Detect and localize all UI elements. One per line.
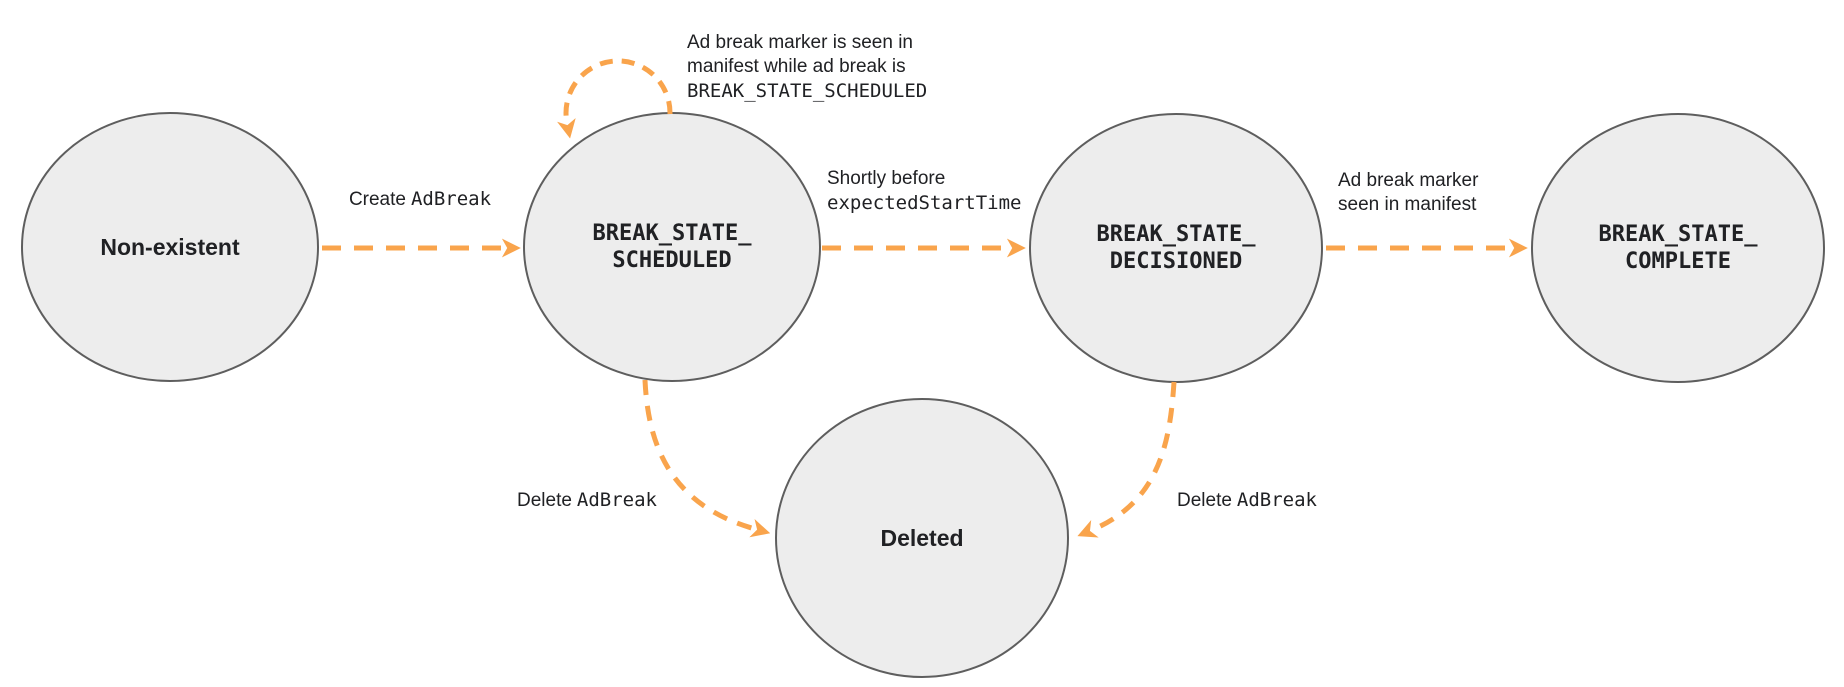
self-loop-line3-code: BREAK_STATE_SCHEDULED [687, 80, 928, 102]
state-circle-scheduled [523, 112, 821, 382]
marker-seen-line2: seen in manifest [1338, 194, 1477, 215]
transition-label-shortly-before: Shortly before expectedStartTime [827, 167, 1021, 215]
delete-decisioned-code: AdBreak [1236, 489, 1317, 511]
arrow-scheduled-to-deleted [642, 379, 771, 538]
state-circle-deleted [775, 398, 1069, 678]
state-circle-non-existent [21, 112, 319, 382]
delete-scheduled-text: Delete [517, 490, 572, 511]
create-label-code: AdBreak [410, 188, 492, 210]
shortly-before-line2-code: expectedStartTime [827, 192, 1022, 214]
delete-decisioned-text: Delete [1177, 490, 1232, 511]
self-loop-line2: manifest while ad break is [687, 56, 906, 77]
marker-seen-line1: Ad break marker [1338, 170, 1479, 191]
shortly-before-line1: Shortly before [827, 168, 946, 189]
arrow-self-loop-scheduled [557, 58, 673, 139]
self-loop-line1: Ad break marker is seen in [687, 32, 913, 53]
state-circle-complete [1531, 113, 1825, 383]
transition-label-marker-seen: Ad break marker seen in manifest [1338, 169, 1478, 217]
arrow-decisioned-to-deleted [1077, 381, 1177, 538]
state-circle-decisioned [1029, 113, 1323, 383]
transition-label-self-loop: Ad break marker is seen in manifest whil… [687, 31, 927, 103]
delete-scheduled-code: AdBreak [576, 489, 657, 511]
create-label-text: Create [348, 189, 406, 210]
